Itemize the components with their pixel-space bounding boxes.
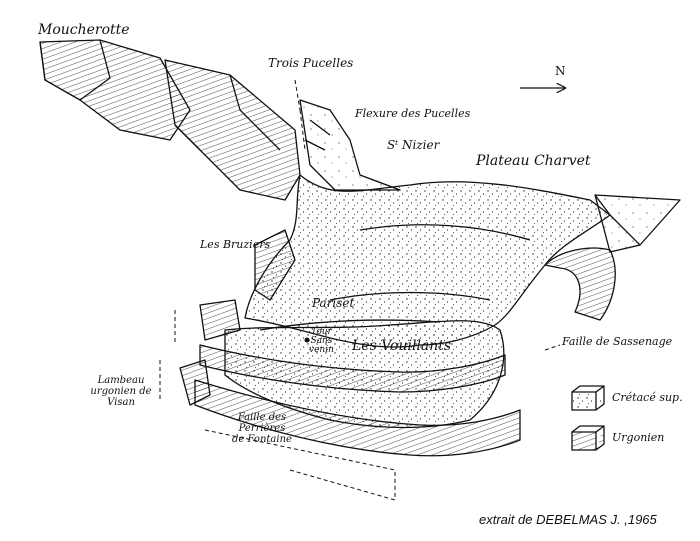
label-perrieres-line: Perrières xyxy=(238,423,286,434)
sassenage-arch xyxy=(544,247,616,321)
label-faille-des-perrieres: Faille des Perrières de Fontaine xyxy=(226,412,298,445)
flexure-cliff xyxy=(299,99,401,191)
label-north: N xyxy=(555,64,566,78)
right-wedge-block xyxy=(594,194,681,253)
label-urgonien-de-line: urgonien de xyxy=(90,386,152,397)
legend-cretace-box xyxy=(571,385,605,393)
visan-block xyxy=(179,359,211,406)
bruziers-block xyxy=(254,229,296,301)
label-st-nizier: Sᵗ Nizier xyxy=(387,138,440,152)
pariset-block xyxy=(199,299,241,341)
tour-sans-venin-dot xyxy=(304,337,310,343)
label-tour-line: Tour xyxy=(311,327,332,337)
label-trois-pucelles: Trois Pucelles xyxy=(268,56,354,70)
label-moucherotte: Moucherotte xyxy=(38,22,130,38)
label-faille-des-line: Faille des xyxy=(237,412,287,423)
moucherotte-block xyxy=(39,39,191,141)
front-band-lower xyxy=(194,379,521,457)
legend-urgonien-box xyxy=(571,425,605,433)
label-les-vouillants: Les Vouillants xyxy=(352,338,452,354)
label-faille-de-sassenage: Faille de Sassenage xyxy=(562,335,673,348)
legend-cretace-label: Crétacé sup. xyxy=(612,391,683,404)
label-lambeau-line: Lambeau xyxy=(97,375,145,386)
dashed-fault-lines xyxy=(159,310,561,501)
label-visan-line: Visan xyxy=(107,397,135,408)
label-sans-line: Sans xyxy=(310,336,333,346)
label-plateau-charvet: Plateau Charvet xyxy=(476,153,591,169)
label-flexure-des-pucelles: Flexure des Pucelles xyxy=(355,107,471,120)
legend-urgonien-label: Urgonien xyxy=(612,431,665,444)
label-venin-line: venin xyxy=(309,345,334,355)
label-pariset: Pariset xyxy=(312,296,355,310)
front-band-upper xyxy=(199,344,506,393)
source-credit: extrait de DEBELMAS J. ,1965 xyxy=(479,512,657,527)
label-tour-sans-venin: Tour Sans venin xyxy=(309,328,334,355)
label-les-bruziers: Les Bruziers xyxy=(200,238,271,251)
label-de-fontaine-line: de Fontaine xyxy=(232,434,292,445)
ridge-trois-pucelles xyxy=(164,59,301,201)
label-lambeau-urgonien: Lambeau urgonien de Visan xyxy=(86,375,156,408)
